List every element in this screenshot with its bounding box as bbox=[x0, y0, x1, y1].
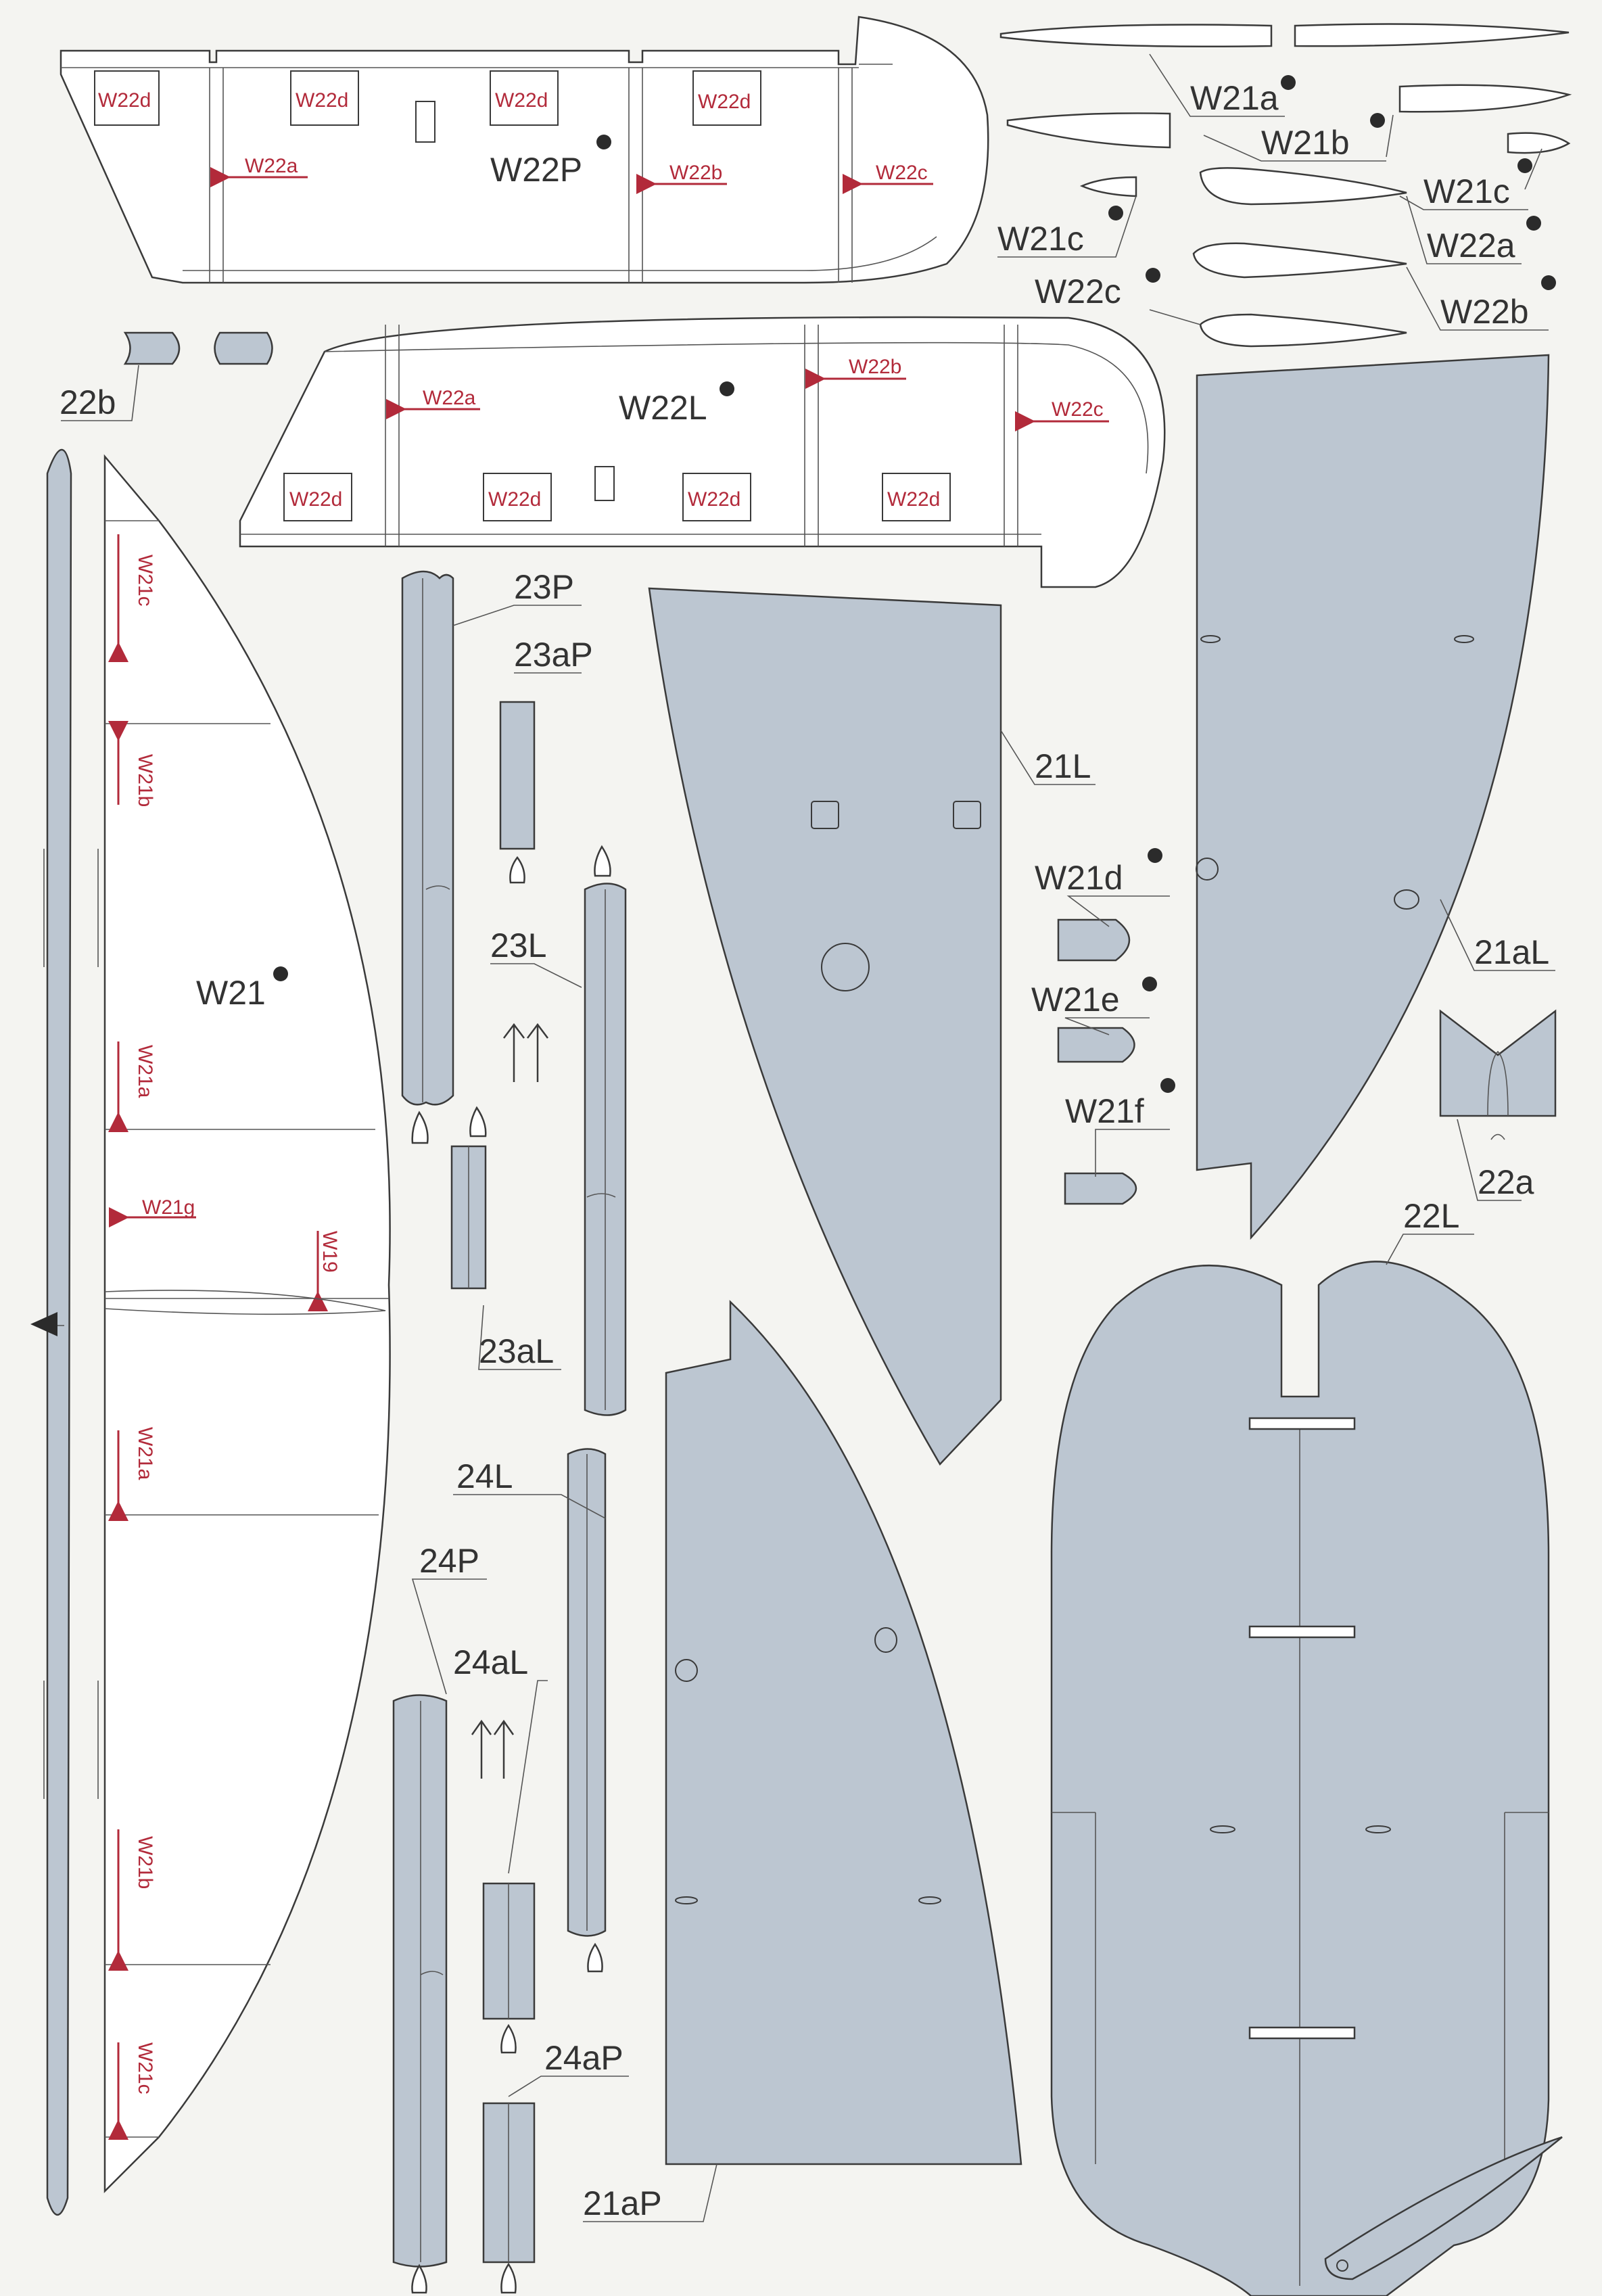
label-22L: 22L bbox=[1403, 1197, 1459, 1235]
tag-w21c-2: W21c bbox=[134, 2042, 156, 2094]
tag-w22a-L: W22a bbox=[423, 387, 476, 409]
tag-w22d-2: W22d bbox=[296, 89, 348, 112]
tag-w21c-1: W21c bbox=[134, 555, 156, 607]
tag-w22a: W22a bbox=[245, 155, 298, 177]
label-24aL: 24aL bbox=[453, 1643, 528, 1681]
tag-w22c: W22c bbox=[876, 162, 928, 184]
label-W21c-top: W21c bbox=[1423, 172, 1510, 210]
part-W21: W21c W21b W21a W21g W19 W21a W21b W21c W… bbox=[30, 449, 391, 2216]
label-W21f: W21f bbox=[1065, 1092, 1144, 1130]
part-22a: 22a bbox=[1439, 1009, 1557, 1201]
label-W22a: W22a bbox=[1427, 227, 1515, 264]
label-23L: 23L bbox=[490, 927, 546, 964]
label-21L: 21L bbox=[1035, 747, 1091, 785]
label-21aP: 21aP bbox=[583, 2184, 662, 2222]
tag-w22d-5: W22d bbox=[289, 488, 342, 511]
label-23P: 23P bbox=[514, 568, 574, 606]
tag-w21b-1: W21b bbox=[134, 754, 156, 807]
label-22b: 22b bbox=[60, 383, 116, 421]
part-W22L: W22d W22d W22d W22d W22a W22b W22c W22L bbox=[239, 316, 1166, 588]
label-22a: 22a bbox=[1478, 1163, 1534, 1201]
tag-w21g: W21g bbox=[142, 1196, 195, 1219]
part-21L: 21L bbox=[648, 587, 1091, 1466]
tag-w19: W19 bbox=[319, 1231, 341, 1273]
label-W22c: W22c bbox=[1035, 273, 1121, 310]
tag-w22d-4: W22d bbox=[698, 91, 751, 113]
tag-w21a-1: W21a bbox=[134, 1045, 156, 1098]
label-W21b: W21b bbox=[1261, 124, 1350, 162]
label-W22b: W22b bbox=[1440, 293, 1529, 331]
label-23aL: 23aL bbox=[479, 1332, 554, 1370]
label-W21: W21 bbox=[196, 974, 266, 1012]
label-W21a: W21a bbox=[1190, 79, 1279, 117]
label-W22L: W22L bbox=[619, 389, 707, 427]
parts-tubes-23-24: 23P 23aP 23L 23aL 24L 24P 24aL 24aP bbox=[392, 568, 627, 2294]
tag-w22d-1: W22d bbox=[98, 89, 151, 112]
part-22b: 22b bbox=[60, 331, 273, 421]
label-24P: 24P bbox=[419, 1542, 479, 1580]
parts-W21a-W21b-W21c-strips: W21a W21b W21c W21c W22a W22c W22b bbox=[997, 23, 1572, 348]
tag-w22b-L: W22b bbox=[849, 356, 901, 378]
label-W21c-left: W21c bbox=[997, 220, 1084, 258]
label-24aP: 24aP bbox=[544, 2039, 623, 2077]
tag-w22d-6: W22d bbox=[488, 488, 541, 511]
leader-lines bbox=[61, 53, 1555, 2222]
label-21aL: 21aL bbox=[1474, 933, 1549, 971]
tag-w21b-2: W21b bbox=[134, 1836, 156, 1889]
part-22L: 22L bbox=[1050, 1197, 1563, 2296]
label-W22P: W22P bbox=[490, 151, 582, 189]
label-W21e: W21e bbox=[1031, 981, 1120, 1018]
part-W22P: W22d W22d W22d W22d W22a W22b W22c W22P bbox=[60, 16, 989, 284]
tag-w22d-3: W22d bbox=[495, 89, 548, 112]
tag-w22c-L: W22c bbox=[1052, 398, 1104, 421]
tag-w22d-8: W22d bbox=[887, 488, 940, 511]
parts-W21d-e-f: W21d W21e W21f bbox=[1031, 848, 1175, 1205]
part-21aP: 21aP bbox=[583, 1300, 1022, 2222]
label-23aP: 23aP bbox=[514, 636, 593, 674]
part-21aL: 21aL bbox=[1196, 354, 1550, 1240]
label-W21d: W21d bbox=[1035, 859, 1123, 897]
tag-w22b: W22b bbox=[669, 162, 722, 184]
tag-w21a-2: W21a bbox=[134, 1427, 156, 1480]
tag-w22d-7: W22d bbox=[688, 488, 740, 511]
label-24L: 24L bbox=[456, 1457, 513, 1495]
